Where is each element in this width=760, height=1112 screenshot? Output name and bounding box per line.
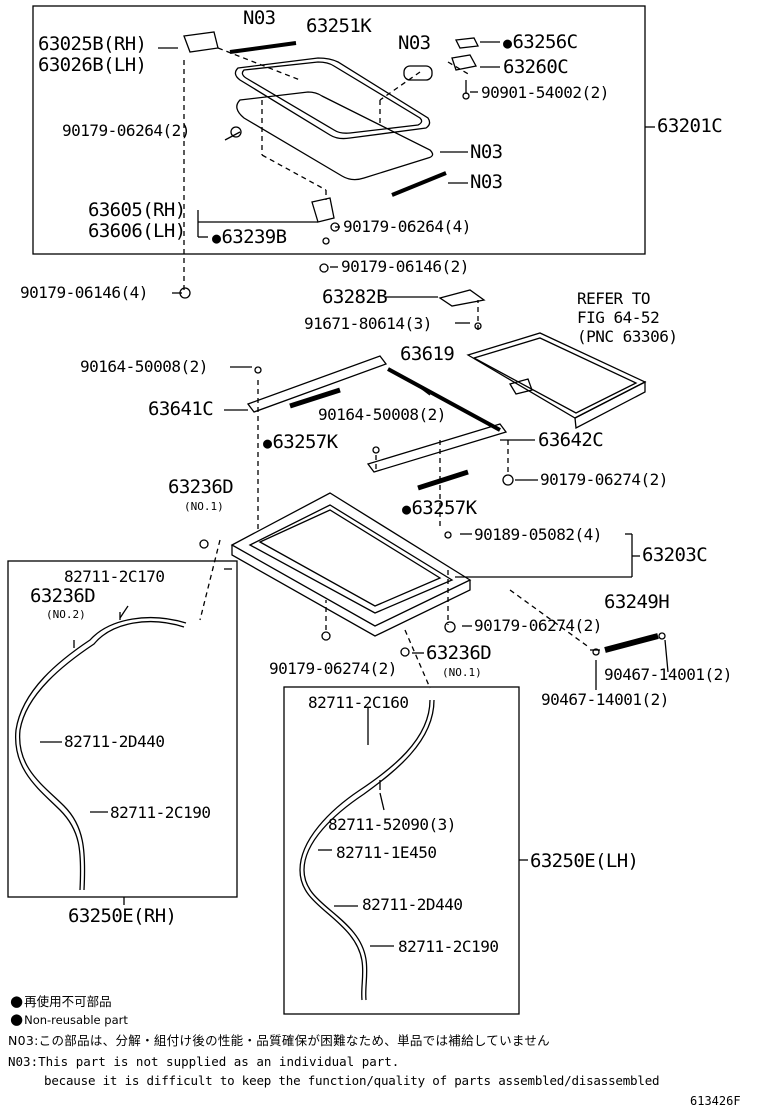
label-n03-glass: N03: [470, 141, 503, 163]
label-90467-14001-a: 90467-14001(2): [604, 665, 732, 684]
label-63201c: 63201C: [657, 115, 723, 137]
label-refer-pnc: (PNC 63306): [577, 327, 678, 346]
label-63260c: 63260C: [503, 56, 569, 78]
label-63256c: 63256C: [503, 32, 578, 54]
label-refer-to: REFER TO: [577, 289, 651, 308]
label-n03-seal: N03: [470, 171, 503, 193]
note-n03-en2: because it is difficult to keep the func…: [44, 1073, 660, 1088]
label-63257k-b: 63257K: [402, 498, 477, 520]
label-90179-06274-c: 90179-06274(2): [269, 659, 397, 678]
glass-panel-drawing: [179, 31, 479, 299]
note-n03-jp: N03:この部品は、分解・組付け後の性能・品質確保が困難なため、単品では補給して…: [8, 1033, 550, 1048]
label-63249h: 63249H: [604, 591, 670, 613]
label-82711-2d440-b: 82711-2D440: [362, 895, 463, 914]
label-90179-06146-4: 90179-06146(4): [20, 283, 148, 302]
label-63606: 63606(LH): [88, 220, 186, 242]
label-63236d-b: 63236D: [30, 585, 96, 607]
label-no2: (NO.2): [46, 608, 86, 621]
label-90179-06264-4: 90179-06264(4): [343, 217, 471, 236]
hose-drawing: [592, 632, 666, 656]
group-box-63250e-lh: [283, 686, 520, 1015]
label-90179-06274-b: 90179-06274(2): [474, 616, 602, 635]
label-63236d-a: 63236D: [168, 476, 234, 498]
label-n03-cover: N03: [398, 32, 431, 54]
label-refer-fig: FIG 64-52: [577, 308, 660, 327]
label-90467-14001-b: 90467-14001(2): [541, 690, 669, 709]
label-no1-a: (NO.1): [184, 500, 224, 513]
label-82711-1e450: 82711-1E450: [336, 843, 437, 862]
drain-hose-lh: [299, 699, 435, 1001]
label-82711-2c190-b: 82711-2C190: [110, 803, 211, 822]
label-63605: 63605(RH): [88, 199, 186, 221]
label-82711-52090: 82711-52090(3): [328, 815, 456, 834]
leader-lines-top: [158, 41, 655, 294]
label-63619: 63619: [400, 343, 455, 365]
leader-lines-middle: [224, 296, 669, 690]
label-90164-50008-b: 90164-50008(2): [318, 405, 446, 424]
label-63239b: 63239B: [212, 227, 287, 249]
label-63250e-rh: 63250E(RH): [68, 905, 177, 927]
label-82711-2c190-a: 82711-2C190: [398, 937, 499, 956]
figure-id: 613426F: [690, 1094, 741, 1108]
label-63641c: 63641C: [148, 398, 214, 420]
label-63251k: 63251K: [306, 15, 372, 37]
group-box-63250e-rh: [7, 560, 238, 898]
legend-jp: 再使用不可部品: [10, 994, 112, 1009]
label-63250e-lh: 63250E(LH): [530, 850, 639, 872]
label-63282b: 63282B: [322, 286, 388, 308]
label-90179-06274-a: 90179-06274(2): [540, 470, 668, 489]
label-91671-80614: 91671-80614(3): [304, 314, 432, 333]
label-82711-2d440-a: 82711-2D440: [64, 732, 165, 751]
dashed-guides-top: [183, 47, 471, 290]
label-90189-05082: 90189-05082(4): [474, 525, 602, 544]
label-no1-b: (NO.1): [442, 666, 482, 679]
drain-hose-rh: [15, 605, 187, 891]
label-63236d-c: 63236D: [426, 642, 492, 664]
frame-drawing: [199, 492, 472, 657]
label-90164-50008-a: 90164-50008(2): [80, 357, 208, 376]
label-82711-2c160: 82711-2C160: [308, 693, 409, 712]
group-box-63201c: [32, 5, 646, 255]
label-90901-54002: 90901-54002(2): [481, 83, 609, 102]
rails-drawing: [246, 289, 514, 539]
label-n03-weatherstrip: N03: [243, 7, 276, 29]
label-90179-06264-2: 90179-06264(2): [62, 121, 190, 140]
legend-en: Non-reusable part: [10, 1012, 128, 1028]
label-63257k-a: 63257K: [263, 432, 338, 454]
label-63025b: 63025B(RH): [38, 33, 147, 55]
label-90179-06146-2: 90179-06146(2): [341, 257, 469, 276]
label-63642c: 63642C: [538, 429, 604, 451]
note-n03-en1: N03:This part is not supplied as an indi…: [8, 1054, 400, 1069]
label-63203c: 63203C: [642, 544, 708, 566]
label-82711-2c170: 82711-2C170: [64, 567, 165, 586]
label-63026b: 63026B(LH): [38, 54, 147, 76]
sunshade-drawing: [466, 332, 647, 430]
